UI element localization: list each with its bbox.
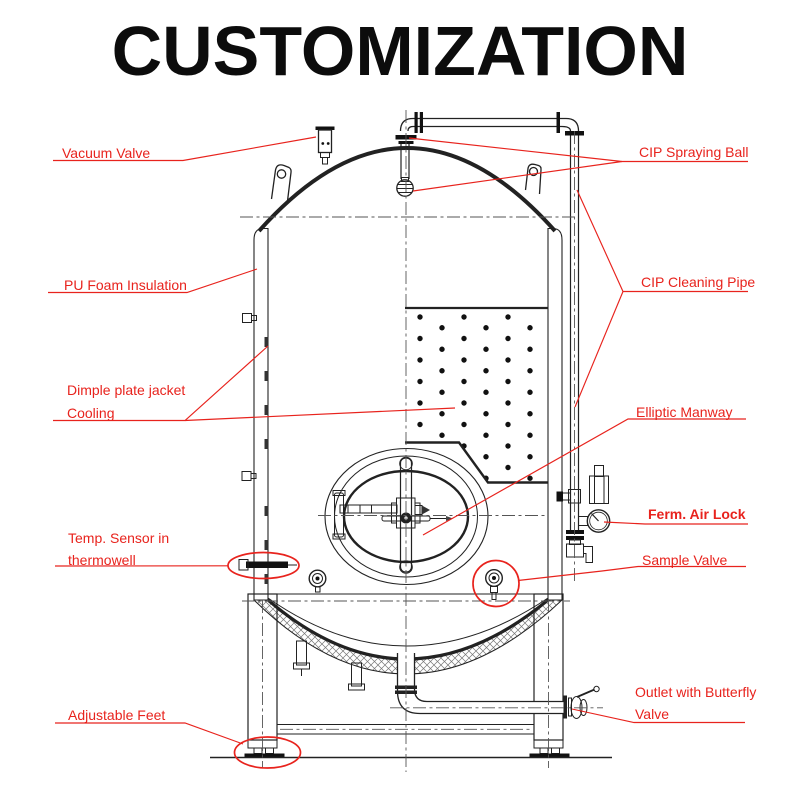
bottom-left-fitting: [308, 569, 327, 593]
manway: [324, 447, 489, 586]
drain-nozzles: [293, 640, 365, 691]
jacket-outlet-fitting: [241, 471, 257, 481]
dimple-plate-jacket: [405, 306, 548, 484]
label-vacuum-valve: Vacuum Valve: [62, 145, 151, 161]
tank-wall-left: [253, 227, 269, 601]
label-pu-foam-insulation: PU Foam Insulation: [64, 277, 187, 293]
lifting-lug-left: [270, 164, 292, 202]
jacket-inlet-fitting: [242, 313, 257, 323]
label-adjustable-feet: Adjustable Feet: [68, 707, 166, 723]
label-ferm-air-lock: Ferm. Air Lock: [648, 506, 746, 522]
tank-wall-right: [547, 227, 563, 601]
sample-valve-fitting: [485, 569, 504, 600]
label-outlet-butterfly-valve: Outlet with Butterfly Valve: [635, 684, 757, 722]
label-sample-valve: Sample Valve: [642, 552, 728, 568]
highlight-circles: [227, 551, 520, 769]
label-elliptic-manway: Elliptic Manway: [636, 404, 733, 420]
leader-lines: [48, 136, 748, 745]
vacuum-valve-fitting: [315, 126, 335, 165]
ferm-air-lock-assembly: [556, 465, 611, 563]
label-cip-cleaning-pipe: CIP Cleaning Pipe: [641, 274, 756, 290]
page-title: CUSTOMIZATION: [111, 12, 689, 90]
label-dimple-plate-jacket: Dimple plate jacket Cooling: [67, 382, 186, 421]
tank-dome: [257, 146, 557, 233]
label-cip-spraying-ball: CIP Spraying Ball: [639, 144, 749, 160]
thermowell-fitting: [238, 559, 297, 571]
lifting-lug-right: [524, 163, 542, 195]
label-temp-sensor: Temp. Sensor in thermowell: [68, 530, 170, 568]
centerlines: [240, 110, 603, 772]
